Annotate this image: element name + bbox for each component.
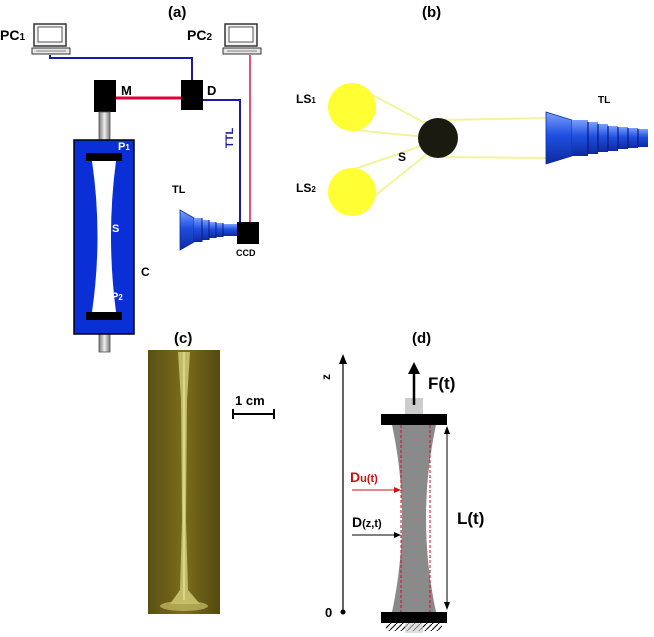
ccd-label: CCD [236,248,256,258]
s-label-b: S [398,150,406,164]
filament-in-photo [170,352,200,604]
panel-a: (a) PC1 PC2 M D [0,4,262,353]
ls1-label: LS1 [296,92,316,106]
light-source-icon [328,168,376,216]
force-label: F(t) [428,374,455,393]
filament-base [160,601,208,611]
z-axis-label: z [319,374,333,380]
stretched-sample [392,425,436,612]
computer-icon [222,23,262,55]
scale-bar-label: 1 cm [235,393,265,408]
ls2-label: LS2 [296,181,316,195]
lower-plate [381,612,447,623]
du-arrowhead [394,487,401,493]
z-axis-arrowhead [339,354,347,364]
up-arrow-icon [408,362,420,374]
du-label: Du(t) [350,469,378,485]
computer-icon [31,23,71,55]
z-origin-dot [340,609,346,615]
sample-sphere [418,118,458,158]
panel-c: (c) 1 cm [148,330,275,614]
plate-p2 [86,312,122,320]
pc1-label: PC1 [0,27,25,43]
panel-c-label: (c) [174,330,192,347]
length-arrow-bottom [444,602,450,610]
zero-label: 0 [325,605,332,620]
lower-connector [405,623,423,633]
upper-plate [381,414,447,425]
cell-label: C [141,265,150,279]
panel-d-label: (d) [412,330,431,347]
length-arrow-top [444,426,450,434]
pc2-label: PC2 [187,27,212,43]
plate-p1 [86,153,122,161]
tl-label-b: TL [598,95,610,106]
sample-filament [92,161,116,312]
dzt-arrowhead [394,532,401,538]
motor-block [94,80,116,112]
tl-label-a: TL [172,184,186,196]
pc1-cable [49,55,193,82]
s-label-a: S [112,223,119,235]
force-connector [405,398,423,414]
light-source-icon [328,83,376,131]
panel-b: (b) LS1 LS2 S TL [296,4,648,217]
telescopic-lens-icon [179,209,237,251]
ccd-camera-icon [237,222,259,244]
length-label: L(t) [457,509,484,528]
p2-label: P2 [111,291,123,303]
panel-a-label: (a) [168,4,186,21]
telescopic-lens-icon [545,111,648,165]
motor-label: M [121,83,132,98]
ttl-cable [203,99,241,226]
p1-label: P1 [118,141,130,153]
dzt-label: D(z,t) [352,514,382,530]
panel-d: (d) z 0 F(t) L(t) Du(t) D(z,t) [319,330,484,633]
driver-block [181,80,203,110]
panel-b-label: (b) [422,4,441,21]
ttl-label: TTL [224,128,236,148]
driver-label: D [207,83,216,98]
